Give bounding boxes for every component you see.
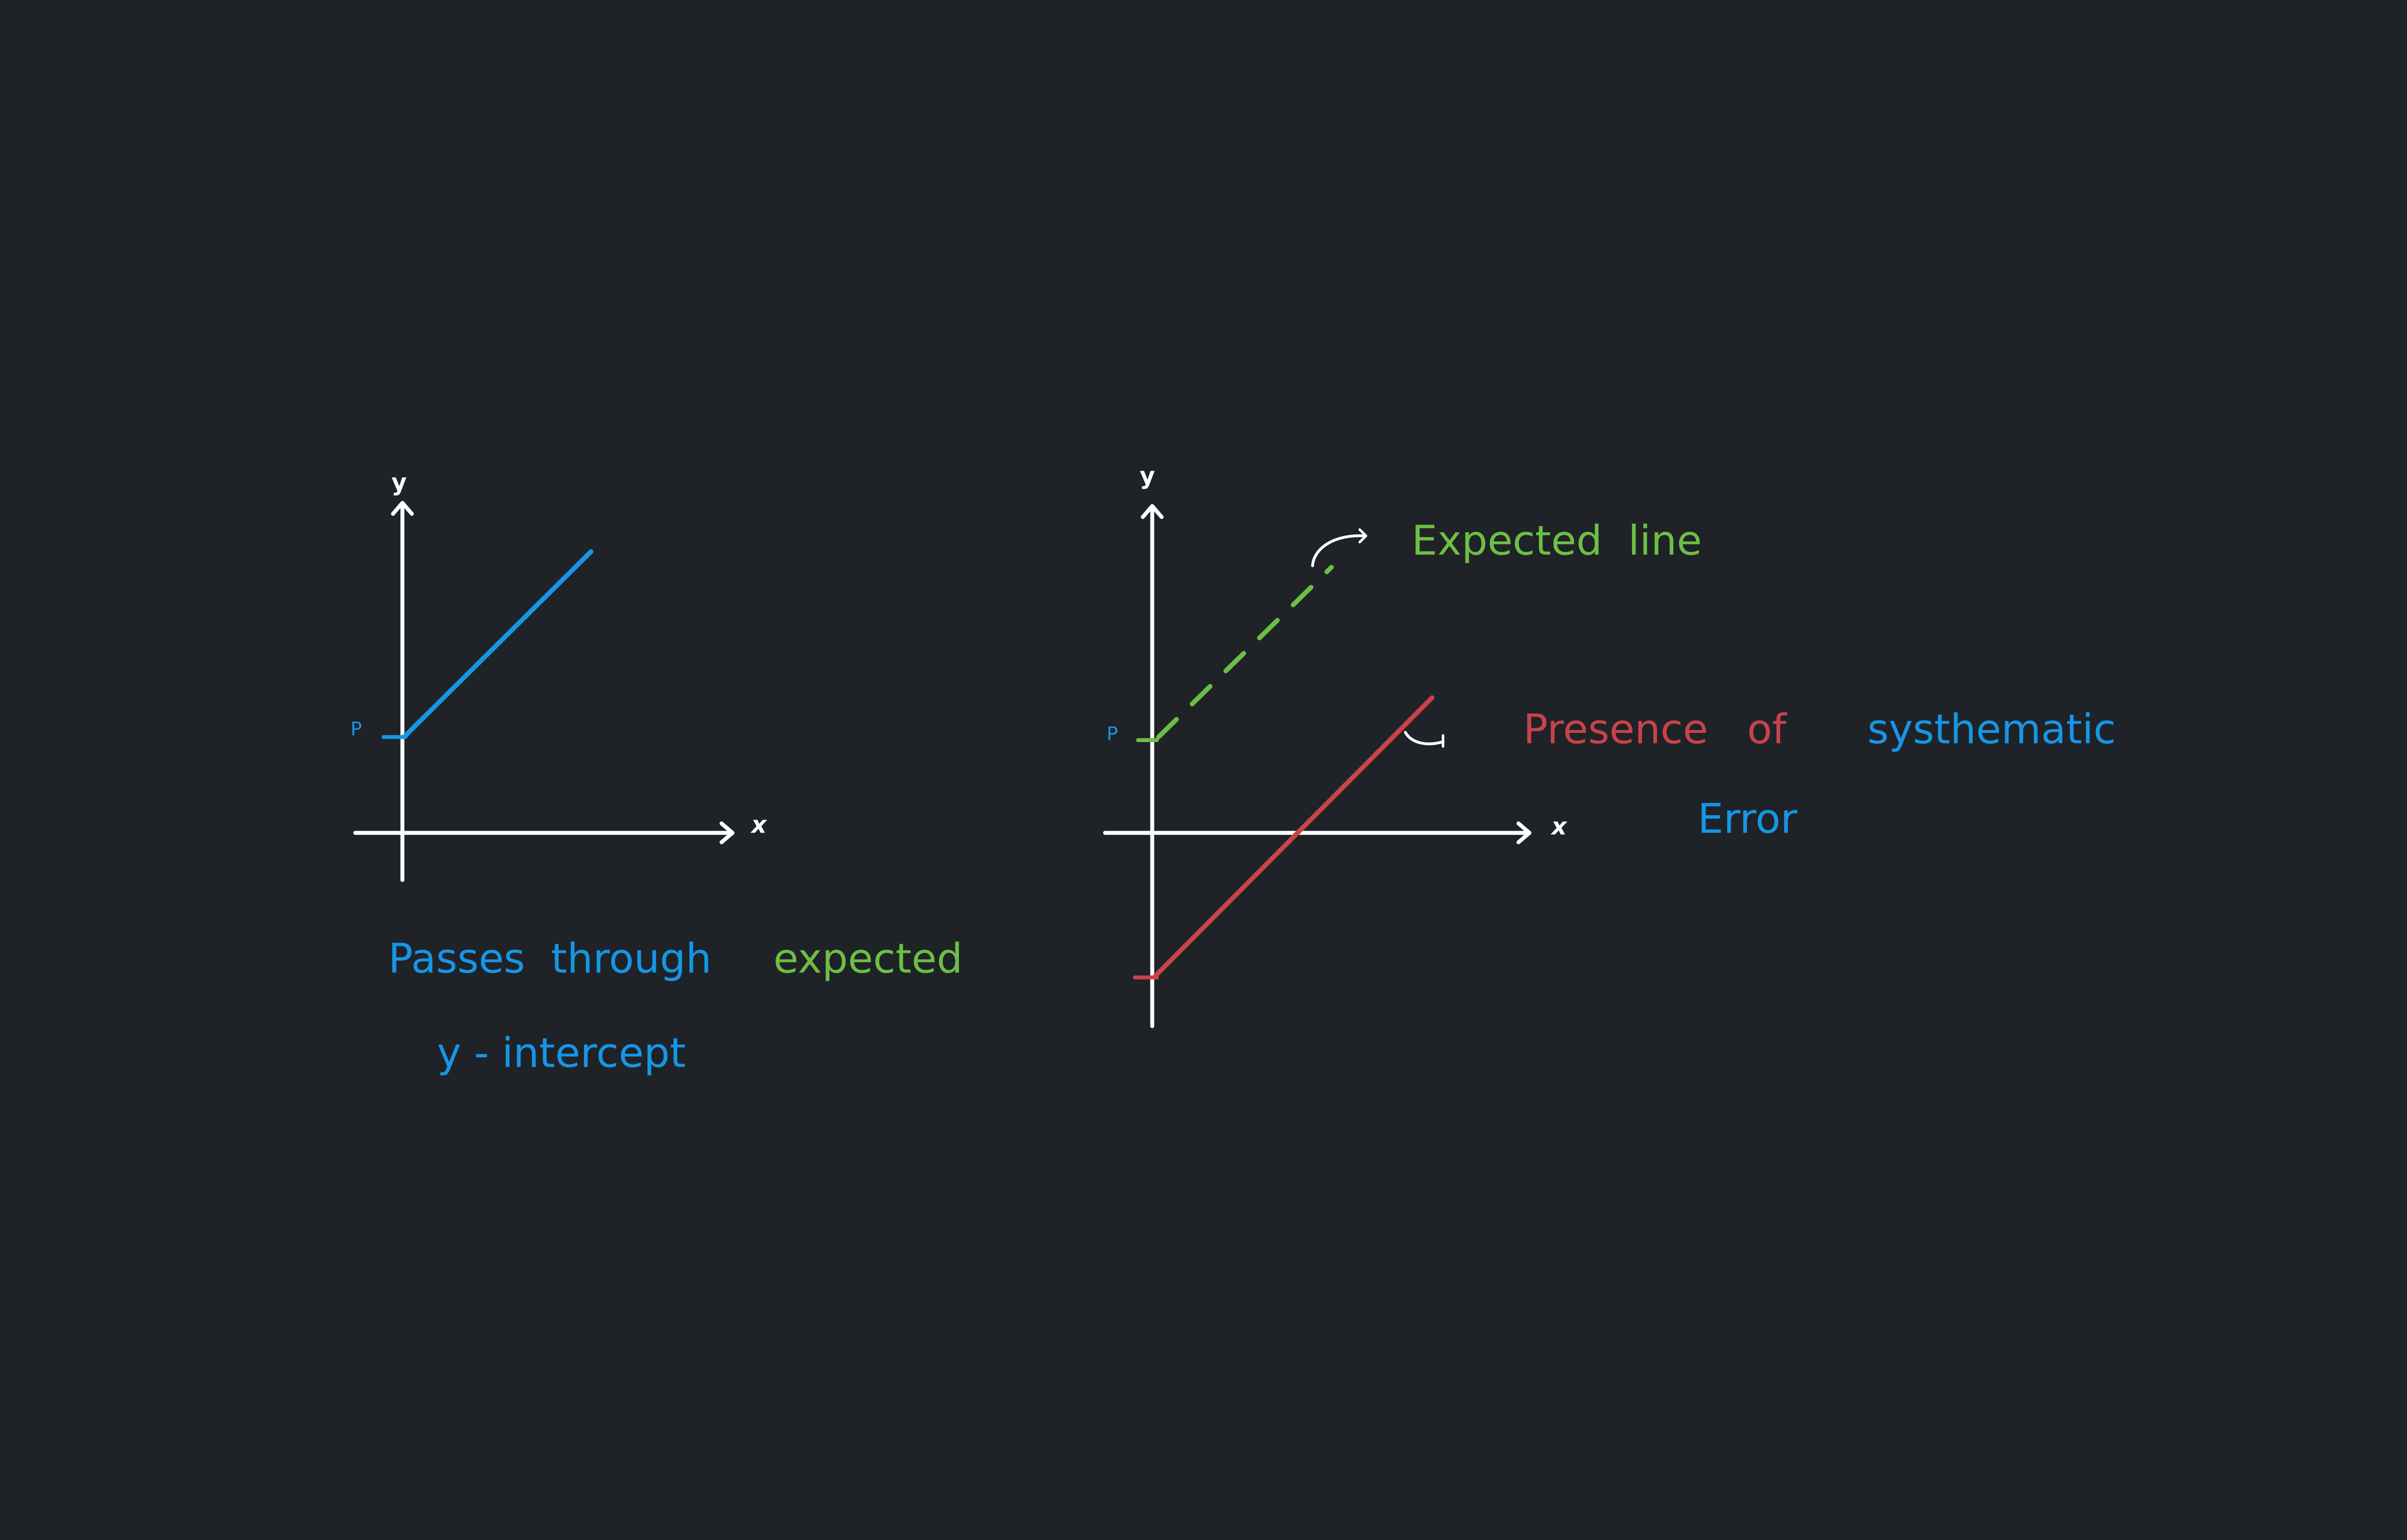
expected-line-pointer — [1311, 534, 1366, 567]
systematic-error-line — [1153, 695, 1435, 978]
expected-line-dashed — [1156, 565, 1334, 740]
right-y-arrowhead — [1140, 504, 1164, 519]
left-x-arrowhead — [719, 821, 735, 845]
left-regression-line — [401, 549, 594, 740]
error-label-part1: Presence of — [1523, 706, 1787, 753]
left-graph: y x P Passes through expected y - interc… — [350, 469, 962, 1077]
error-label-part2: systhematic — [1867, 706, 2116, 753]
left-caption-line1-part2: expected — [774, 935, 963, 983]
left-y-arrowhead — [391, 500, 414, 516]
left-y-axis-label: y — [391, 469, 407, 496]
right-graph: y x P Expected line Presence of systhema… — [1103, 462, 2116, 1028]
right-x-arrowhead — [1516, 821, 1532, 845]
expected-line-label: Expected line — [1411, 517, 1702, 565]
right-intercept-label: P — [1107, 723, 1118, 745]
expected-line-pointer-tip — [1358, 528, 1368, 544]
left-caption-line2: y - intercept — [437, 1029, 686, 1077]
right-y-axis-label: y — [1139, 462, 1155, 490]
error-line-pointer — [1404, 731, 1445, 745]
right-x-axis-label: x — [1550, 813, 1567, 840]
left-intercept-label: P — [350, 719, 362, 740]
error-label-line2: Error — [1698, 796, 1798, 843]
left-caption-line1-part1: Passes through — [388, 935, 712, 983]
left-x-axis-label: x — [750, 811, 767, 839]
